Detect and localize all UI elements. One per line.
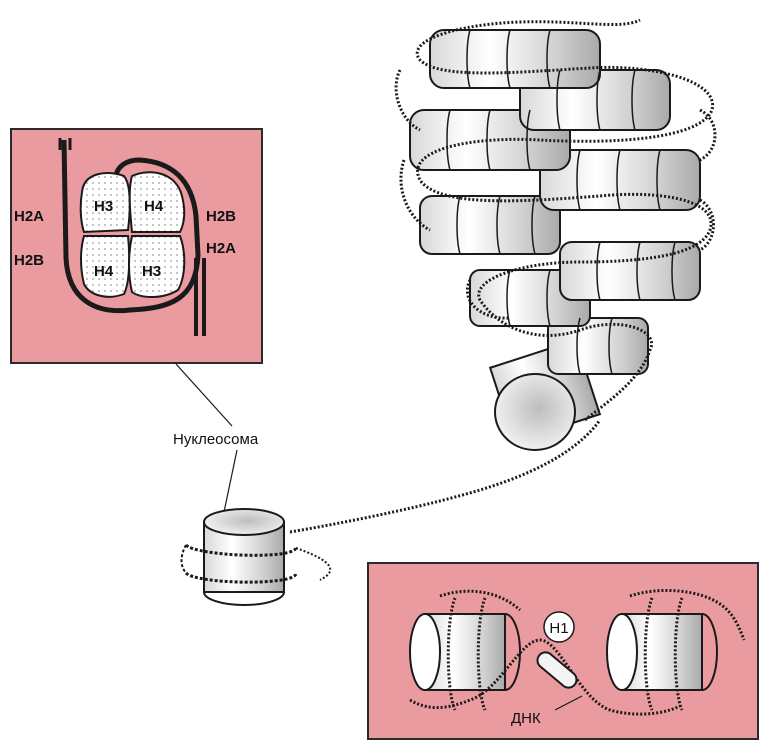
label-h2a-right: H2A (206, 240, 236, 257)
histone-core-panel: H2A H2B H3 H4 H4 H3 H2B H2A (11, 129, 262, 363)
fiber-end-cap (495, 374, 575, 450)
single-nucleosome (182, 509, 297, 605)
nucleosome-leader-line (224, 450, 237, 512)
h1-linker-panel: H1 ДНК (368, 563, 758, 739)
label-h2b-left: H2B (14, 252, 44, 269)
nucleosome-top-cap (204, 509, 284, 535)
label-h2a-left: H2A (14, 208, 44, 225)
label-nucleosome: Нуклеосома (173, 431, 259, 448)
label-h1: H1 (549, 620, 568, 637)
label-h2b-right: H2B (206, 208, 236, 225)
panel-leader-line (176, 364, 232, 426)
label-dna: ДНК (511, 710, 541, 727)
label-h3-top: H3 (94, 198, 113, 215)
label-h4-bottom: H4 (94, 263, 114, 280)
label-h4-top: H4 (144, 198, 164, 215)
chromatin-fiber (396, 20, 715, 450)
label-h3-bottom: H3 (142, 263, 161, 280)
